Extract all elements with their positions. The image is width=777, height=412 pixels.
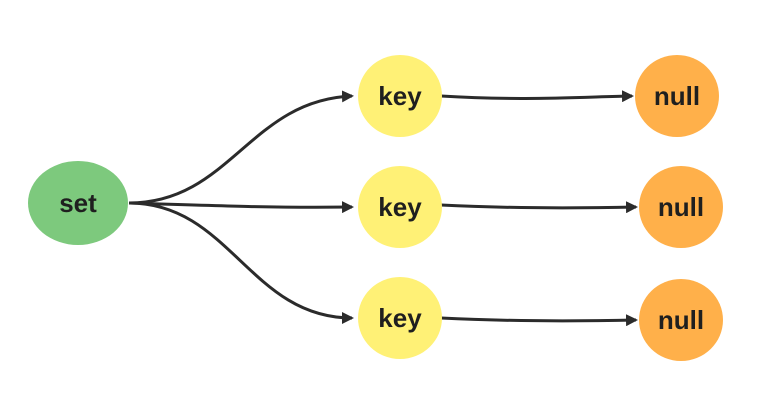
set-node: set	[28, 161, 128, 245]
edge-set-to-key-1	[128, 90, 354, 205]
key-node-3: key	[358, 277, 442, 359]
key-node-3-label: key	[378, 303, 422, 333]
edge-key-3-to-null-3	[440, 314, 638, 327]
key-node-1-label: key	[378, 81, 422, 111]
edge-set-to-key-2	[128, 201, 354, 214]
key-node-1: key	[358, 55, 442, 137]
edge-set-to-key-3	[128, 201, 354, 324]
null-node-3-label: null	[658, 305, 704, 335]
null-node-2-label: null	[658, 192, 704, 222]
null-node-1: null	[635, 55, 719, 137]
key-node-2: key	[358, 166, 442, 248]
null-node-1-label: null	[654, 81, 700, 111]
edge-key-1-to-null-1	[440, 90, 634, 103]
set-node-label: set	[59, 188, 97, 218]
key-node-2-label: key	[378, 192, 422, 222]
edge-key-2-to-null-2	[440, 201, 638, 214]
null-node-2: null	[639, 166, 723, 248]
null-node-3: null	[639, 279, 723, 361]
